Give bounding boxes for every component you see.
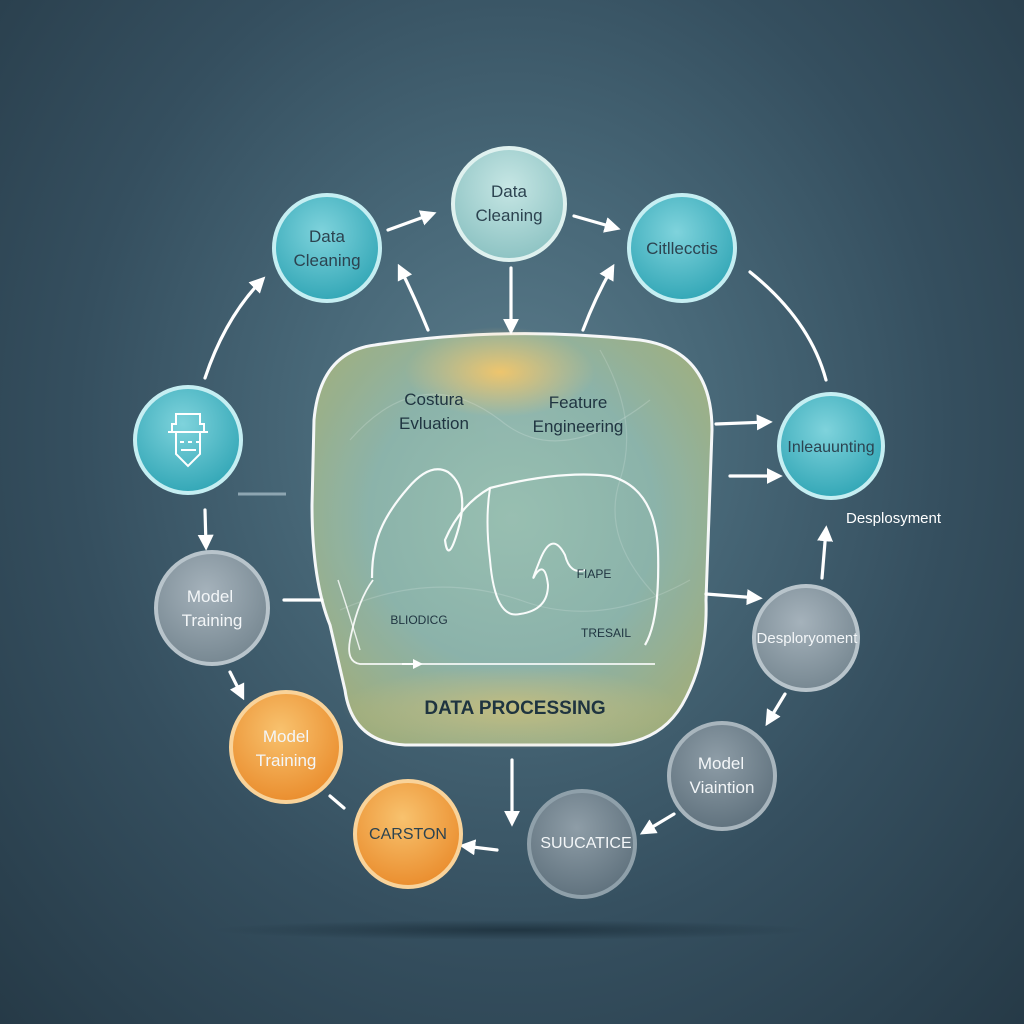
arrow <box>714 414 773 431</box>
arrow <box>817 525 834 580</box>
node-right-upper-circle <box>777 392 885 500</box>
node-right-upper-label: Inleauunting <box>787 439 874 456</box>
bottom-glow <box>342 666 682 750</box>
node-top-circle <box>451 146 567 262</box>
top-glow <box>405 327 595 417</box>
node-bottom-orange[interactable]: CARSTON <box>353 779 463 889</box>
node-upper-left-label-line1: Data <box>309 227 345 246</box>
node-left-grey-label-line2: Training <box>182 611 243 630</box>
node-left-icon[interactable] <box>133 385 243 495</box>
node-top-label-line1: Data <box>491 182 527 201</box>
node-bottom-orange-circle <box>353 779 463 889</box>
arrow <box>203 276 266 380</box>
arrow <box>639 812 676 835</box>
node-bottom-right-label-line2: Viaintion <box>690 778 755 797</box>
center-small-label-tresail: TRESAIL <box>581 626 631 640</box>
node-right-upper[interactable]: Inleauunting <box>777 392 885 500</box>
node-left-orange[interactable]: Model Training <box>229 690 343 804</box>
center-label-left-line2: Evluation <box>399 414 469 433</box>
arrow <box>328 794 346 810</box>
curve-line <box>337 579 361 651</box>
node-bottom-grey[interactable]: SUUCATICE <box>527 789 637 899</box>
node-right-grey-label: Desploryoment <box>757 630 859 647</box>
arrow <box>197 508 214 551</box>
center-label-left-line1: Costura <box>404 390 464 409</box>
node-bottom-right[interactable]: Model Viaintion <box>667 721 777 831</box>
external-label-desplosyment: Desplosyment <box>846 510 942 527</box>
node-bottom-right-circle <box>667 721 777 831</box>
node-left-orange-label-line2: Training <box>256 751 317 770</box>
node-upper-right[interactable]: Citllecctis <box>627 193 737 303</box>
center-label-right-line1: Feature <box>549 393 608 412</box>
node-upper-left-circle <box>272 193 382 303</box>
node-upper-right-label: Citllecctis <box>646 239 718 258</box>
arrow <box>765 692 787 727</box>
node-right-grey-circle <box>752 584 860 692</box>
node-bottom-grey-label: SUUCATICE <box>540 835 631 852</box>
node-left-icon-circle <box>133 385 243 495</box>
center-small-label-fiape: FIAPE <box>577 567 612 581</box>
data-processing-panel: Costura Evluation Feature Engineering FI… <box>310 327 714 750</box>
contour-line <box>339 579 691 612</box>
node-upper-left-label-line2: Cleaning <box>293 251 360 270</box>
connector-arrows <box>197 210 834 856</box>
arrow <box>748 270 828 382</box>
contour-line <box>349 393 651 442</box>
node-bottom-right-label-line1: Model <box>698 754 744 773</box>
node-left-orange-circle <box>229 690 343 804</box>
node-left-grey[interactable]: Model Training <box>154 550 270 666</box>
data-processing-title: DATA PROCESSING <box>424 698 605 719</box>
node-bottom-grey-circle <box>527 789 637 899</box>
node-top-label-line2: Cleaning <box>475 206 542 225</box>
curve-line <box>486 487 586 616</box>
node-top[interactable]: Data Cleaning <box>451 146 567 262</box>
arrow <box>459 839 499 856</box>
curve-line <box>370 468 660 646</box>
node-upper-left[interactable]: Data Cleaning <box>272 193 382 303</box>
node-left-grey-circle <box>154 550 270 666</box>
arrow <box>228 670 245 701</box>
node-bottom-orange-label: CARSTON <box>369 826 447 843</box>
node-left-grey-label-line1: Model <box>187 587 233 606</box>
arrow <box>581 263 615 332</box>
arrow <box>704 589 763 606</box>
node-right-grey[interactable]: Desploryoment <box>752 584 860 692</box>
arrow <box>572 214 621 233</box>
curve-line <box>348 579 655 665</box>
node-left-orange-label-line1: Model <box>263 727 309 746</box>
center-small-label-bliodicg: BLIODICG <box>390 613 447 627</box>
ground-shadow <box>212 920 812 940</box>
node-upper-right-circle <box>627 193 737 303</box>
center-label-right-line2: Engineering <box>533 417 624 436</box>
arrow <box>397 263 430 332</box>
arrow <box>386 210 437 232</box>
document-icon <box>168 413 208 468</box>
